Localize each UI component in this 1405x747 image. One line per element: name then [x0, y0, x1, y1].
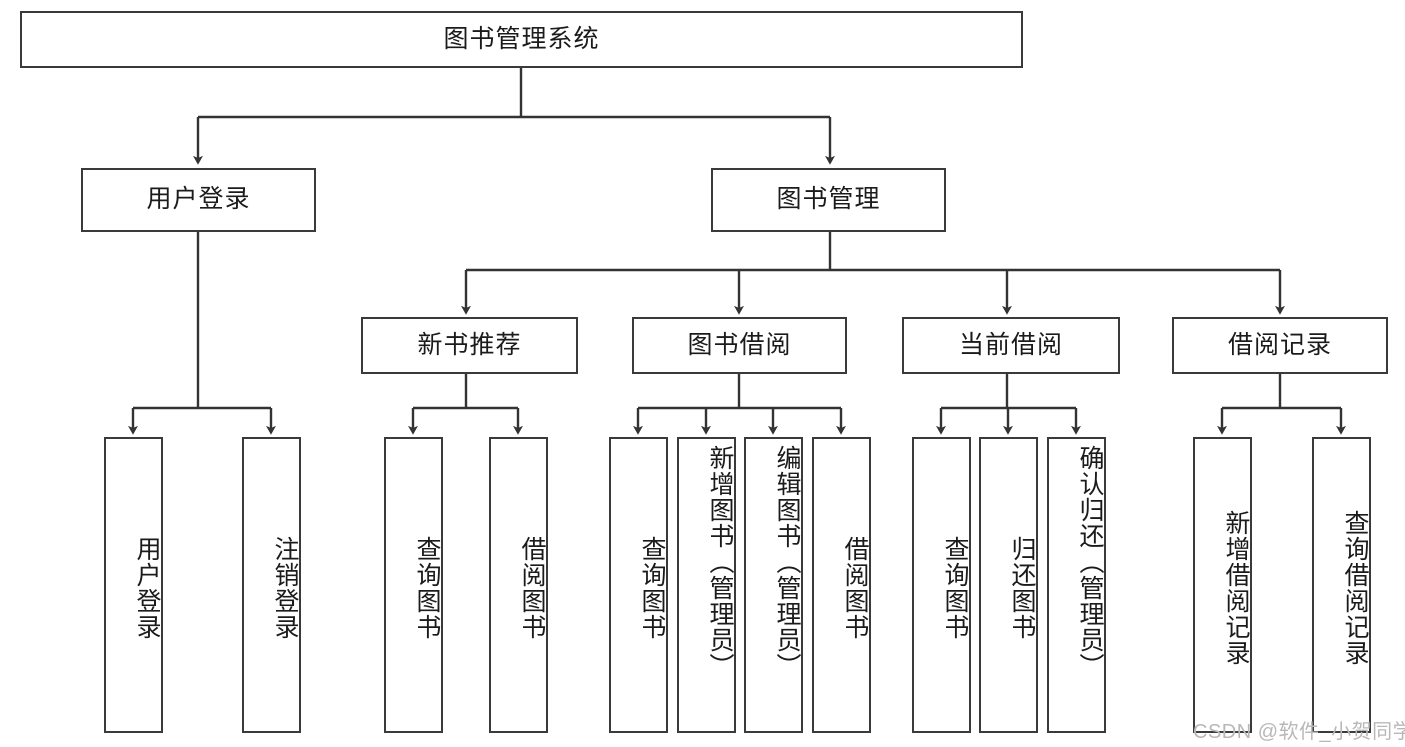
- leaf-query-book-borrow[interactable]: 查询图书: [609, 437, 668, 733]
- node-new-book-recommend[interactable]: 新书推荐: [361, 317, 578, 374]
- node-book-management[interactable]: 图书管理: [711, 168, 946, 232]
- leaf-add-book-admin[interactable]: 新增图书（管理员）: [677, 437, 736, 733]
- node-current-borrow[interactable]: 当前借阅: [902, 317, 1120, 374]
- leaf-borrow-book-recommend[interactable]: 借阅图书: [489, 437, 548, 733]
- leaf-add-borrow-record[interactable]: 新增借阅记录: [1193, 437, 1252, 733]
- node-borrow-record[interactable]: 借阅记录: [1172, 317, 1388, 374]
- leaf-user-login[interactable]: 用户登录: [104, 437, 163, 733]
- leaf-logout[interactable]: 注销登录: [242, 437, 301, 733]
- leaf-query-book-recommend[interactable]: 查询图书: [384, 437, 443, 733]
- leaf-query-book-current[interactable]: 查询图书: [912, 437, 971, 733]
- leaf-return-book[interactable]: 归还图书: [979, 437, 1038, 733]
- leaf-query-borrow-record[interactable]: 查询借阅记录: [1312, 437, 1371, 733]
- leaf-borrow-book[interactable]: 借阅图书: [812, 437, 871, 733]
- node-root[interactable]: 图书管理系统: [20, 11, 1023, 68]
- leaf-edit-book-admin[interactable]: 编辑图书（管理员）: [744, 437, 803, 733]
- leaf-confirm-return-admin[interactable]: 确认归还（管理员）: [1047, 437, 1106, 733]
- node-user-login[interactable]: 用户登录: [81, 168, 316, 232]
- csdn-watermark: CSDN @软件_小贺同学: [1193, 721, 1405, 743]
- node-book-borrow[interactable]: 图书借阅: [632, 317, 847, 374]
